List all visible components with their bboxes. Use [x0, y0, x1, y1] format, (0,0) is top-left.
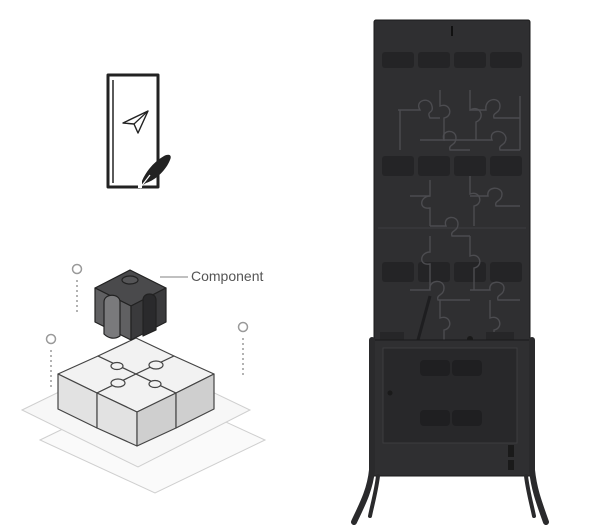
document-send-icon	[106, 73, 160, 189]
kiosk-stand	[351, 19, 549, 525]
puzzle-component-icon	[94, 269, 167, 341]
component-callout-label: Component	[191, 268, 264, 284]
component-illustration	[20, 263, 267, 494]
feather-quill-icon	[138, 154, 171, 189]
